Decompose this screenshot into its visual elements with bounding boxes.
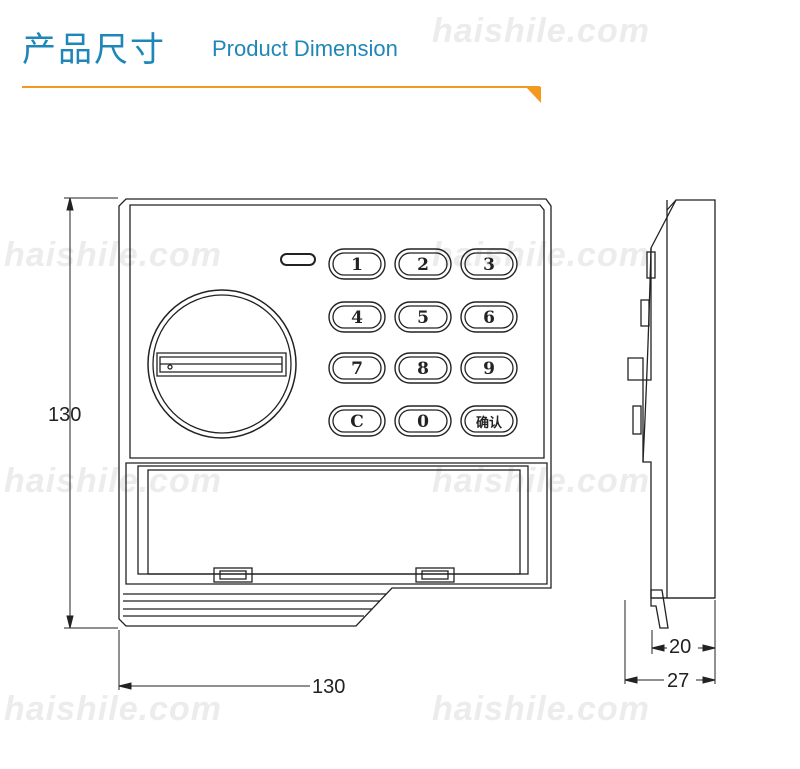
- keypad-button-label: 1: [351, 255, 363, 275]
- keypad-button-label: 确认: [476, 415, 503, 431]
- keypad-button: 6: [460, 301, 518, 333]
- keypad-button-label: 4: [351, 308, 363, 328]
- keypad-button-label: 3: [483, 255, 495, 275]
- front-upper-panel: [129, 204, 545, 459]
- front-display-window: [137, 465, 529, 575]
- watermark-text: haishile.com: [432, 462, 650, 500]
- watermark-text: haishile.com: [4, 236, 222, 274]
- watermark-text: haishile.com: [432, 12, 650, 50]
- rotary-knob: [147, 289, 297, 439]
- front-right-clip: [415, 567, 455, 583]
- header-corner-mark: [526, 87, 541, 103]
- keypad-button-label: 0: [417, 412, 429, 432]
- watermark-text: haishile.com: [4, 690, 222, 728]
- front-view: 1 2 3 4 5 6 7 8 9C 0 确认: [118, 198, 552, 627]
- keypad-button-label: C: [350, 412, 364, 432]
- watermark-text: haishile.com: [432, 236, 650, 274]
- page-header: 产品尺寸 Product Dimension: [0, 0, 800, 110]
- keypad-button-label: 6: [483, 308, 495, 328]
- page-title-chinese: 产品尺寸: [22, 30, 166, 70]
- keypad-button-label: 2: [417, 255, 429, 275]
- watermark-text: haishile.com: [4, 462, 222, 500]
- dimension-depth-outer-label: 27: [667, 670, 690, 692]
- keypad-button: 3: [460, 248, 518, 280]
- keypad-button: 0: [394, 405, 452, 437]
- keypad-button: 1: [328, 248, 386, 280]
- keypad: 1 2 3 4 5 6 7 8 9C 0 确认: [328, 248, 518, 437]
- indicator-led: [280, 253, 316, 266]
- keypad-button: 2: [394, 248, 452, 280]
- front-lower-frame: [125, 462, 548, 585]
- keypad-button-label: 9: [483, 359, 495, 379]
- side-outer-outline: [627, 199, 716, 599]
- keypad-button-label: 8: [417, 359, 429, 379]
- watermark-text: haishile.com: [432, 690, 650, 728]
- keypad-button: 8: [394, 352, 452, 384]
- keypad-button: 7: [328, 352, 386, 384]
- keypad-button: C: [328, 405, 386, 437]
- header-divider: [22, 86, 540, 88]
- front-left-clip: [213, 567, 253, 583]
- dimension-height-label: 130: [48, 404, 82, 426]
- keypad-button: 4: [328, 301, 386, 333]
- keypad-button: 5: [394, 301, 452, 333]
- keypad-button-label: 5: [417, 308, 429, 328]
- keypad-button: 9: [460, 352, 518, 384]
- dimension-width-label: 130: [312, 676, 346, 698]
- page-title-english: Product Dimension: [212, 36, 398, 61]
- dimension-lines: [64, 197, 716, 690]
- side-view: [627, 199, 716, 629]
- front-outer-outline: [118, 198, 552, 627]
- keypad-button: 确认: [460, 405, 518, 437]
- keypad-button-label: 7: [351, 359, 363, 379]
- dimension-depth-inner-label: 20: [669, 636, 692, 658]
